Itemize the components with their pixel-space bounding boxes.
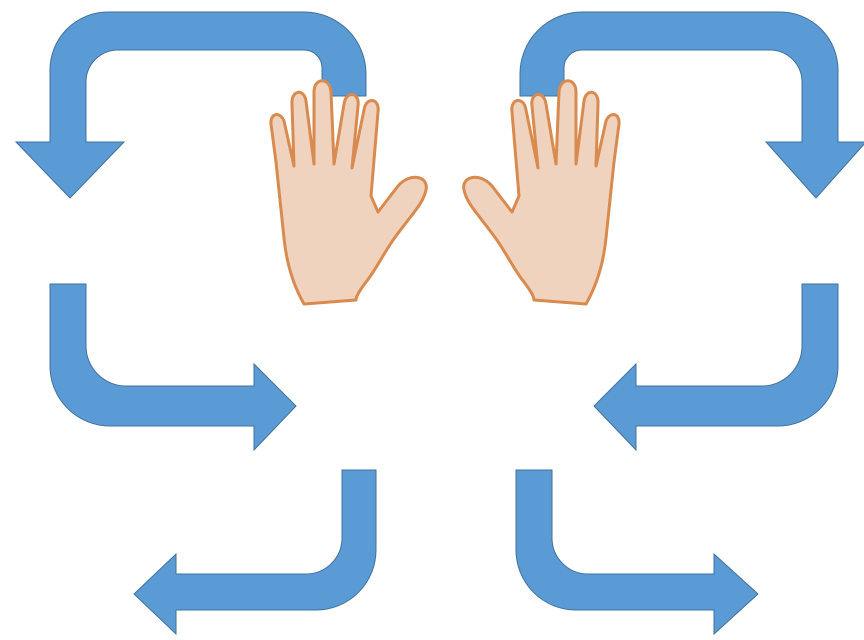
right-hand-icon [464,81,619,304]
left-lower-bent-arrow-icon [134,470,376,634]
right-middle-bent-arrow-icon [594,284,838,450]
left-hand-icon [271,81,426,304]
left-middle-bent-arrow-icon [50,284,296,450]
right-lower-bent-arrow-icon [516,470,758,634]
